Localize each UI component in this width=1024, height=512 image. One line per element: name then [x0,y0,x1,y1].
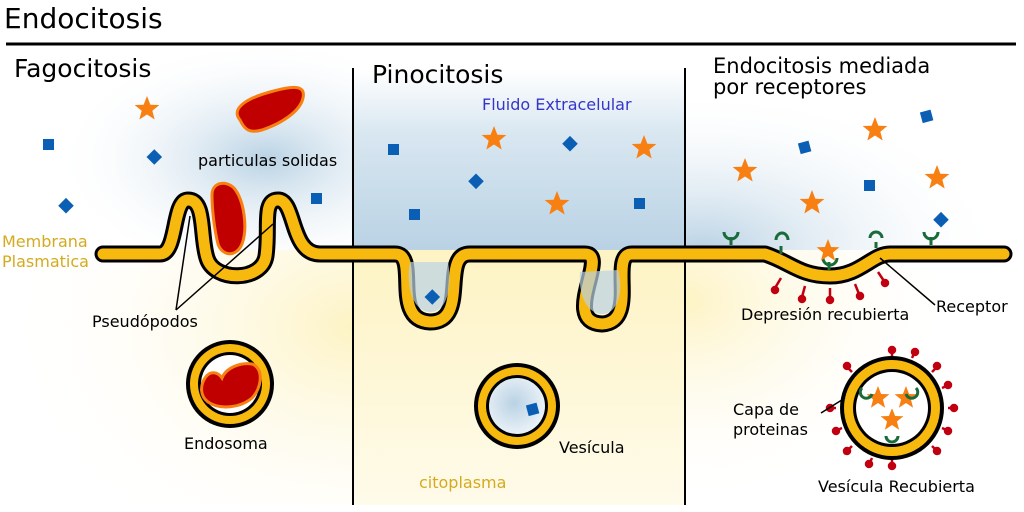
label-citoplasma: citoplasma [419,473,507,492]
cytoplasm-bg-left [0,250,354,505]
label-endosoma: Endosoma [184,434,268,453]
square-molecule [424,289,441,305]
heading-receptores-line-2: por receptores [713,75,867,99]
square-molecule [525,402,540,417]
coated-vesicle [825,345,959,471]
square-molecule [562,135,578,152]
label-capa-line-1: Capa de [733,400,800,419]
square-molecule [311,193,322,204]
label-capa-line-2: proteinas [733,420,809,439]
plasma-membrane [94,191,1013,333]
square-molecule [864,180,875,191]
square-molecule [933,211,949,228]
heading-fagocitosis: Fagocitosis [14,54,152,83]
page-title: Endocitosis [4,2,163,35]
square-molecule [634,198,645,209]
label-membrana-line-2: Plasmatica [2,252,89,271]
receptors [722,230,940,270]
label-capa-de-proteinas: Capa de proteinas [733,400,808,440]
solid-particles [210,86,305,256]
molecules [43,96,950,305]
square-molecule [146,149,163,165]
pinocytosis-pocket-2 [579,270,621,314]
label-vesicula-recubierta: Vesícula Recubierta [818,477,975,496]
square-molecule [919,109,934,124]
label-vesicula: Vesícula [559,438,625,457]
label-fluido-extracelular: Fluido Extracelular [482,95,632,114]
square-molecule [43,139,54,150]
label-receptor: Receptor [936,297,1008,316]
square-molecule [58,197,74,214]
leader-lines [175,215,936,414]
square-molecule [468,173,484,190]
square-molecule [409,209,420,220]
extracellular-bg-right [685,70,1024,250]
coat-proteins [770,271,890,305]
particle [235,86,305,133]
label-membrana-line-1: Membrana [2,232,88,251]
label-pseudopodos: Pseudópodos [92,312,198,331]
pinocytosis-vesicle [474,363,560,449]
particle-engulfed [210,181,247,256]
square-molecule [797,140,812,155]
heading-receptores-line-1: Endocitosis mediada [713,54,931,78]
heading-receptores: Endocitosis mediada por receptores [713,56,930,98]
heading-pinocitosis: Pinocitosis [372,60,504,89]
pinocytosis-pocket-1 [408,262,450,312]
digested-particle [200,362,262,409]
endosome [186,340,274,428]
label-particulas-solidas: particulas solidas [198,151,338,170]
square-molecule [388,144,399,155]
label-membrana-plasmatica: Membrana Plasmatica [2,232,89,272]
label-depresion-recubierta: Depresión recubierta [741,305,910,324]
